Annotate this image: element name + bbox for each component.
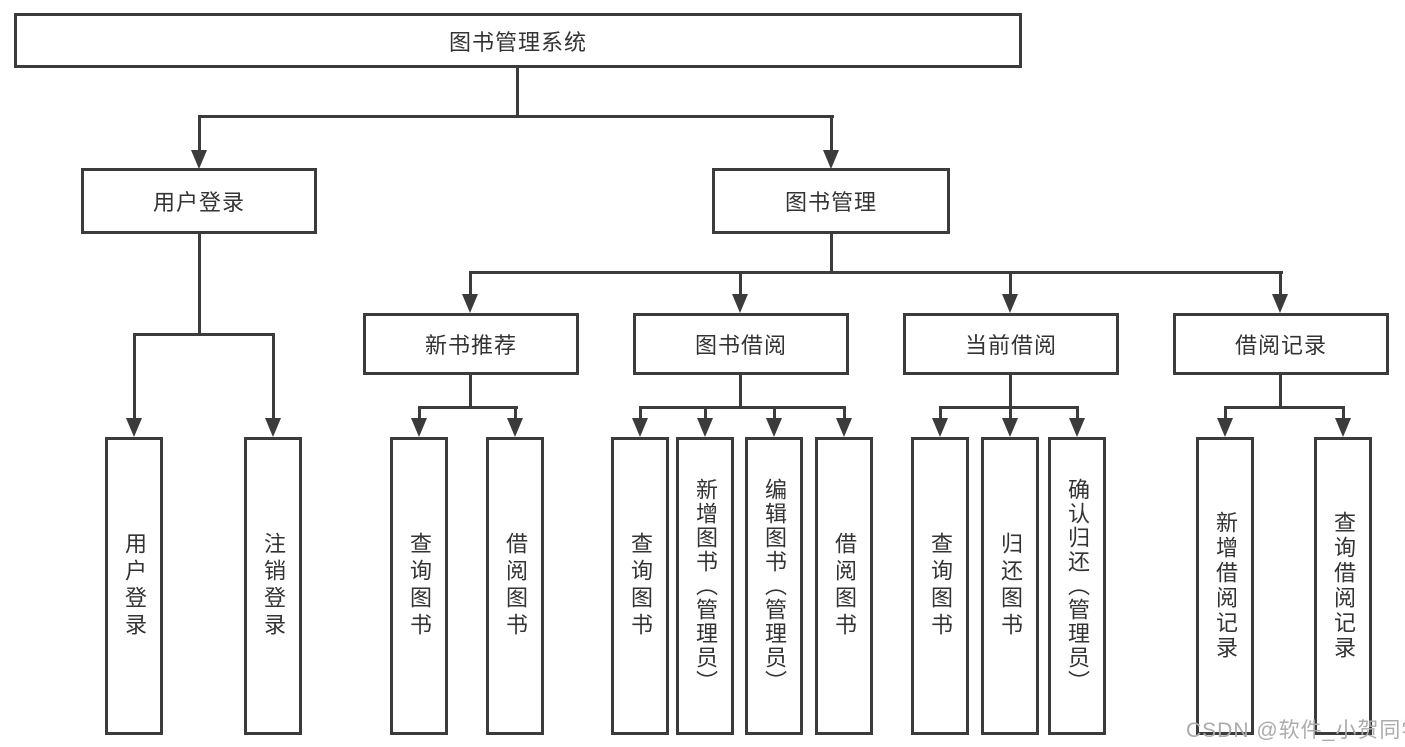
connector-line <box>1009 271 1012 296</box>
leaf-query-books-borrow: 查询图书 <box>611 437 669 735</box>
node-new-book-recommend: 新书推荐 <box>363 313 579 375</box>
connector-arrowhead-icon <box>1002 294 1018 313</box>
connector-line <box>198 115 201 151</box>
connector-arrowhead-icon <box>462 294 478 313</box>
node-borrow-records: 借阅记录 <box>1173 313 1389 375</box>
connector-line <box>939 406 942 420</box>
leaf-add-books-admin: 新增图书（管理员） <box>676 437 734 735</box>
connector-arrowhead-icon <box>411 418 427 437</box>
leaf-confirm-return-admin: 确认归还（管理员） <box>1048 437 1106 735</box>
connector-arrowhead-icon <box>507 418 523 437</box>
connector-line <box>1224 406 1345 409</box>
connector-arrowhead-icon <box>732 294 748 313</box>
connector-arrowhead-icon <box>932 418 948 437</box>
connector-line <box>639 406 642 420</box>
connector-line <box>739 271 742 296</box>
connector-arrowhead-icon <box>697 418 713 437</box>
connector-arrowhead-icon <box>1272 294 1288 313</box>
connector-line <box>418 406 518 409</box>
connector-line <box>469 271 472 296</box>
connector-line <box>1009 406 1012 420</box>
node-user-login: 用户登录 <box>81 168 317 234</box>
connector-arrowhead-icon <box>1335 418 1351 437</box>
connector-line <box>773 406 776 420</box>
connector-line <box>1076 406 1079 420</box>
connector-line <box>1279 271 1282 296</box>
node-book-borrow: 图书借阅 <box>633 313 849 375</box>
leaf-query-books-recommend: 查询图书 <box>390 437 448 735</box>
connector-arrowhead-icon <box>1069 418 1085 437</box>
connector-arrowhead-icon <box>265 418 281 437</box>
leaf-add-borrow-record: 新增借阅记录 <box>1196 437 1254 735</box>
leaf-borrow-books-recommend: 借阅图书 <box>486 437 544 735</box>
leaf-return-books: 归还图书 <box>981 437 1039 735</box>
connector-line <box>639 406 846 409</box>
leaf-query-borrow-record: 查询借阅记录 <box>1314 437 1372 735</box>
leaf-logout-login: 注销登录 <box>244 437 302 735</box>
connector-line <box>198 115 834 118</box>
connector-arrowhead-icon <box>836 418 852 437</box>
node-library-management-system: 图书管理系统 <box>14 13 1022 68</box>
connector-line <box>469 375 472 408</box>
connector-line <box>198 234 201 335</box>
connector-line <box>739 375 742 408</box>
connector-line <box>1342 406 1345 420</box>
connector-arrowhead-icon <box>1002 418 1018 437</box>
connector-line <box>1009 375 1012 408</box>
connector-arrowhead-icon <box>126 418 142 437</box>
leaf-borrow-books-borrow: 借阅图书 <box>815 437 873 735</box>
leaf-user-login: 用户登录 <box>105 437 163 735</box>
connector-arrowhead-icon <box>823 150 839 169</box>
connector-arrowhead-icon <box>1217 418 1233 437</box>
leaf-edit-books-admin: 编辑图书（管理员） <box>745 437 803 735</box>
connector-line <box>133 333 275 336</box>
connector-arrowhead-icon <box>191 150 207 169</box>
connector-line <box>514 406 517 420</box>
connector-line <box>843 406 846 420</box>
connector-line <box>1224 406 1227 420</box>
node-current-borrow: 当前借阅 <box>903 313 1119 375</box>
connector-line <box>1279 375 1282 408</box>
connector-line <box>272 333 275 419</box>
connector-line <box>516 68 519 117</box>
watermark: CSDN @软件_小贺同学 <box>1186 719 1405 742</box>
connector-line <box>830 115 833 151</box>
connector-arrowhead-icon <box>632 418 648 437</box>
node-book-management: 图书管理 <box>712 168 950 234</box>
connector-arrowhead-icon <box>766 418 782 437</box>
connector-line <box>469 271 1283 274</box>
connector-line <box>418 406 421 420</box>
leaf-query-books-current: 查询图书 <box>911 437 969 735</box>
connector-line <box>704 406 707 420</box>
connector-line <box>830 234 833 273</box>
connector-line <box>133 333 136 419</box>
